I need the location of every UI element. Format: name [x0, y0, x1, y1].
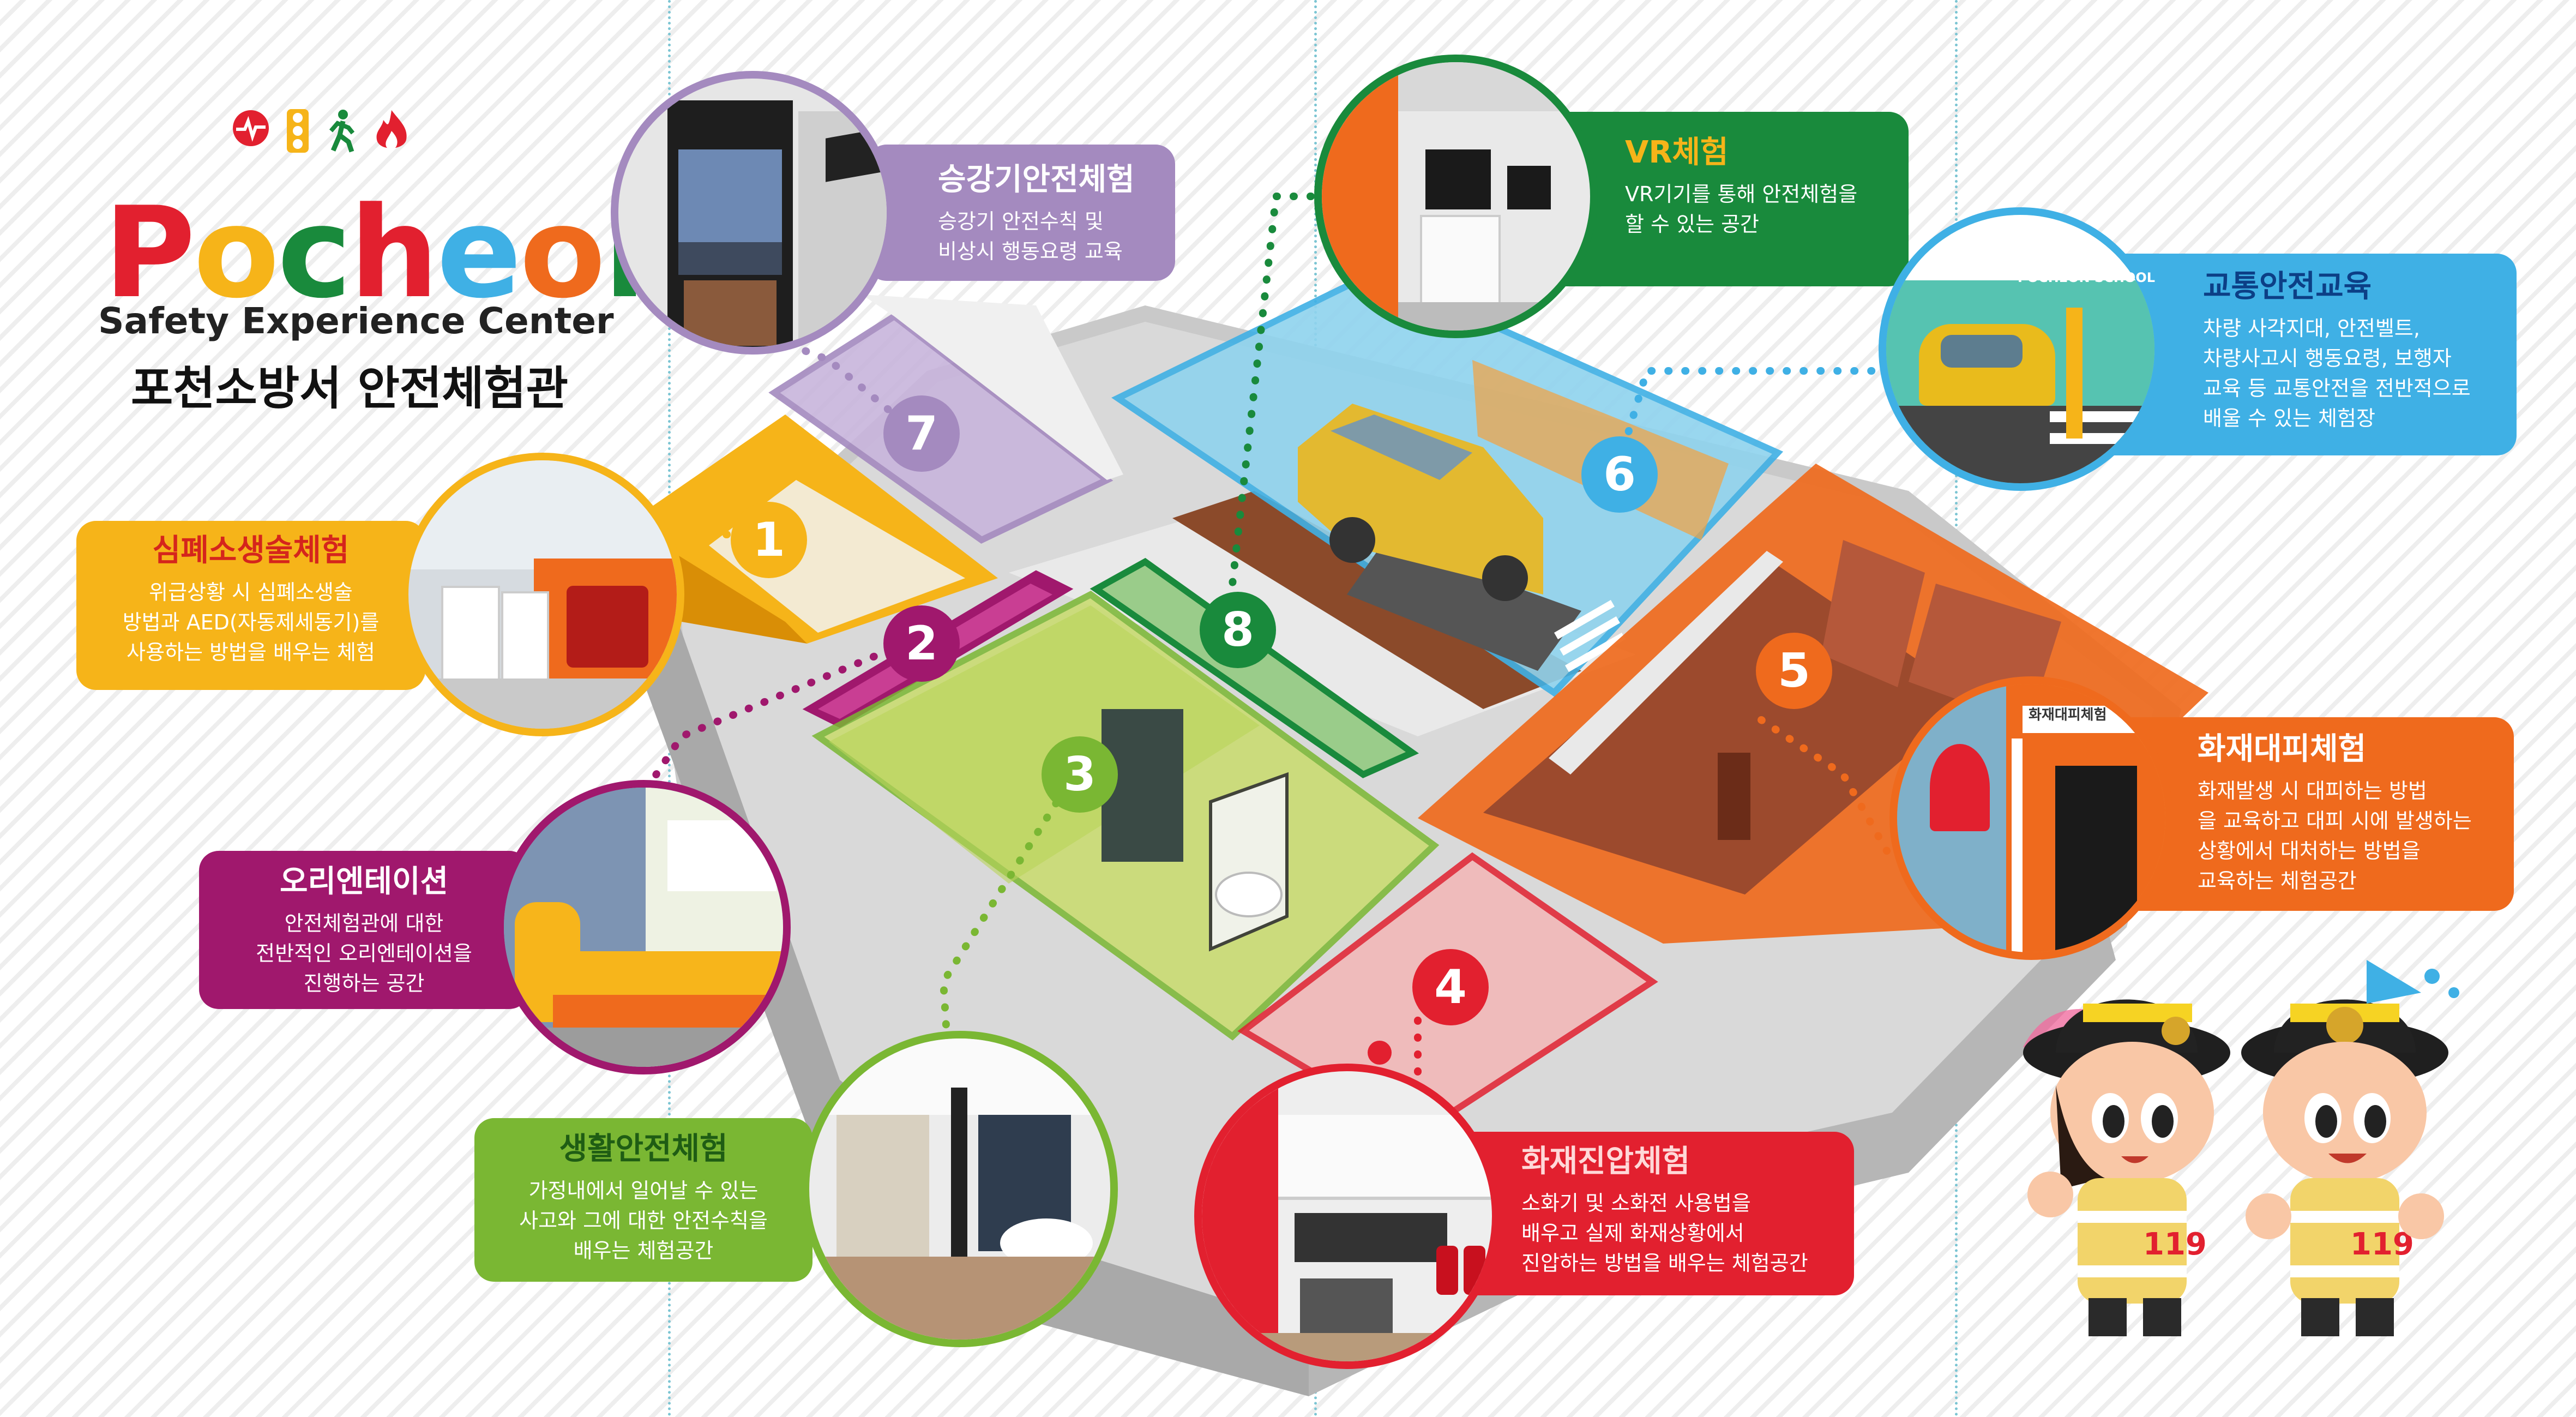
traffic-light-icon: [284, 109, 311, 155]
zone-5-room: [1821, 540, 1925, 687]
zone-1-marker[interactable]: 1: [731, 502, 807, 578]
zone-2-description: 안전체험관에 대한 전반적인 오리엔테이션을 진행하는 공간: [256, 911, 472, 996]
heartbeat-icon: [232, 109, 270, 155]
zone-6-photo-sign: POCHEON SCHOOL: [2018, 270, 2156, 285]
fire-icon: [372, 109, 411, 155]
zone-1-title: 심폐소생술체험: [152, 533, 350, 568]
zone-5-number: 5: [1778, 644, 1810, 698]
zone-3-info-box: 생활안전체험 가정내에서 일어날 수 있는 사고와 그에 대한 안전수칙을 배우…: [474, 1118, 812, 1282]
zone-6-description: 차량 사각지대, 안전벨트, 차량사고시 행동요령, 보행자 교육 등 교통안전…: [2203, 316, 2471, 431]
svg-text:119: 119: [2143, 1227, 2207, 1262]
zone-2-title: 오리엔테이션: [279, 864, 449, 899]
zone-3-marker[interactable]: 3: [1042, 736, 1118, 813]
zone-7-marker[interactable]: 7: [883, 395, 960, 472]
brand-name: Pocheon: [104, 181, 693, 326]
zone-5-marker[interactable]: 5: [1756, 633, 1832, 709]
zone-6-photo: [1879, 207, 2162, 491]
zone-3-tub: [1215, 872, 1283, 917]
zone-5-door: [1718, 753, 1750, 840]
zone-5-description: 화재발생 시 대피하는 방법 을 교육하고 대피 시에 발생하는 상황에서 대처…: [2198, 779, 2472, 893]
zone-5-slide: [1549, 551, 1783, 774]
logo-icons: [232, 109, 411, 155]
zone-7-number: 7: [905, 406, 938, 461]
pedestrian-icon: [326, 109, 358, 155]
zone-6-crosswalk: [1554, 600, 1626, 673]
zone-4-title: 화재진압체험: [1521, 1144, 1690, 1179]
zone-4-marker[interactable]: 4: [1412, 949, 1489, 1025]
zone-5-photo-sign: 화재대피체험: [2029, 707, 2107, 723]
zone-1-description: 위급상황 시 심폐소생술 방법과 AED(자동제세동기)를 사용하는 방법을 배…: [122, 580, 380, 665]
firefighter-mascots: 119 119: [2023, 960, 2459, 1336]
zone-7-title: 승강기안전체험: [938, 162, 1135, 197]
zone-8-number: 8: [1221, 603, 1254, 657]
zone-6-marker[interactable]: 6: [1581, 436, 1658, 513]
zone-4-extinguisher: [1368, 1041, 1392, 1065]
zone-8-title: VR체험: [1625, 135, 1729, 170]
zone-6-number: 6: [1603, 447, 1636, 502]
zone-3-floor: [829, 605, 1260, 884]
zone-8-area: [1090, 557, 1419, 778]
zone-6-title: 교통안전교육: [2203, 269, 2372, 304]
zone-4-number: 4: [1434, 960, 1467, 1014]
mascot-right: 119: [2241, 960, 2459, 1336]
zone-8-marker[interactable]: 8: [1200, 592, 1276, 668]
brand-title-kr: 포천소방서 안전체험관: [131, 362, 569, 415]
zone-2-marker[interactable]: 2: [883, 605, 960, 682]
zone-1-photo: [401, 453, 684, 736]
svg-text:119: 119: [2350, 1227, 2414, 1262]
zone-3-number: 3: [1063, 747, 1096, 802]
zone-8-description: VR기기를 통해 안전체험을 할 수 있는 공간: [1625, 182, 1858, 237]
zone-3-shower: [1209, 772, 1289, 952]
mascot-left: 119: [2023, 999, 2230, 1336]
zone-7-wall: [862, 295, 1123, 480]
zone-7-photo: [611, 71, 894, 355]
zone-5-title: 화재대피체험: [2198, 731, 2367, 767]
zone-3-title: 생활안전체험: [559, 1131, 728, 1167]
zone-8-photo: [1314, 55, 1598, 338]
zone-6-road: [1347, 540, 1581, 671]
zone-4-info-box: 화재진압체험 소화기 및 소화전 사용법을 배우고 실제 화재상황에서 진압하는…: [1440, 1132, 1854, 1295]
zone-3-description: 가정내에서 일어날 수 있는 사고와 그에 대한 안전수칙을 배우는 체험공간: [519, 1179, 768, 1263]
zone-5-photo: [1889, 676, 2173, 960]
zone-4-photo: [1194, 1064, 1500, 1369]
zone-2-number: 2: [905, 616, 938, 671]
zone-2-info-box: 오리엔테이션 안전체험관에 대한 전반적인 오리엔테이션을 진행하는 공간: [199, 851, 529, 1009]
zone-6-car: [1298, 404, 1543, 601]
zone-7-description: 승강기 안전수칙 및 비상시 행동요령 교육: [938, 209, 1123, 264]
brand-subtitle: Safety Experience Center: [98, 300, 614, 342]
zone-4-description: 소화기 및 소화전 사용법을 배우고 실제 화재상황에서 진압하는 방법을 배우…: [1521, 1191, 1808, 1276]
zone-1-number: 1: [753, 513, 785, 567]
zone-7-info-box: 승강기안전체험 승강기 안전수칙 및 비상시 행동요령 교육: [867, 145, 1175, 281]
zone-1-info-box: 심폐소생술체험 위급상황 시 심폐소생술 방법과 AED(자동제세동기)를 사용…: [76, 521, 425, 690]
zone-2-photo: [496, 780, 791, 1074]
zone-8-info-box: VR체험 VR기기를 통해 안전체험을 할 수 있는 공간: [1505, 112, 1909, 286]
zone-3-photo: [802, 1031, 1118, 1347]
